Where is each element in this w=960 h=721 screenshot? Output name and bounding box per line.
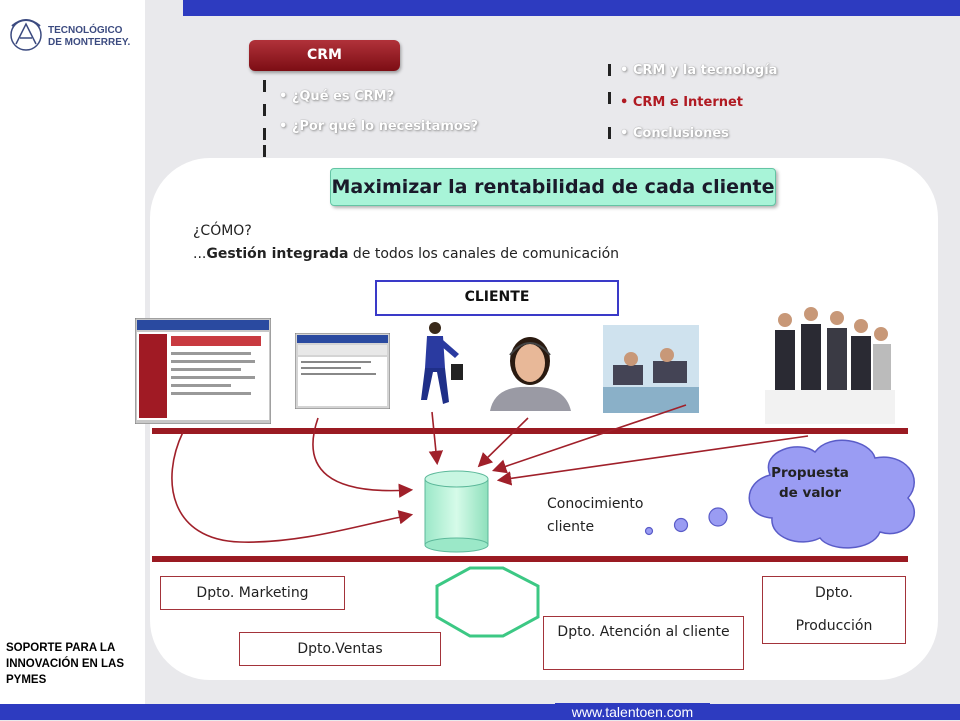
nav-item-label: ¿Por qué lo necesitamos? (291, 119, 479, 134)
email-client-screenshot-image (295, 333, 390, 409)
nav-item-label: ¿Qué es CRM? (291, 89, 395, 104)
nav-item-crm-internet[interactable]: • CRM e Internet (620, 95, 744, 110)
logo-text: TECNOLÓGICO DE MONTERREY. (48, 25, 130, 49)
arrow-email (312, 417, 414, 498)
how-text: ...Gestión integrada de todos los canale… (193, 246, 619, 262)
bottom-bar (0, 704, 960, 720)
business-team-image (765, 307, 895, 424)
knowledge-label: Conocimiento cliente (547, 496, 644, 535)
nav-item-por-que[interactable]: • ¿Por qué lo necesitamos? (279, 119, 479, 134)
dept-ventas: Dpto.Ventas (239, 632, 441, 666)
bottom-divider-line (152, 556, 908, 562)
sidebar-note: SOPORTE PARA LA INNOVACIÓN EN LAS PYMES (6, 642, 124, 686)
top-bar (183, 0, 960, 16)
dept-produccion-line-1: Dpto. (815, 585, 853, 601)
client-box: CLIENTE (375, 280, 619, 316)
nav-item-label: Conclusiones (632, 126, 729, 141)
how-prefix: ... (193, 246, 207, 262)
dept-atencion: Dpto. Atención al cliente (543, 616, 744, 670)
dash-marker (608, 92, 611, 104)
crm-tab[interactable]: CRM (249, 40, 400, 71)
logo-line-2: DE MONTERREY. (48, 37, 131, 48)
office-workers-image (603, 325, 699, 413)
bidirectional-arrow (435, 566, 540, 638)
dash-marker (263, 104, 266, 116)
nav-item-label: CRM y la tecnología (632, 63, 778, 78)
arrow-callcenter (477, 417, 529, 468)
how-bold: Gestión integrada (206, 246, 349, 262)
dept-produccion: Dpto. Producción (762, 576, 906, 644)
logo-line-1: TECNOLÓGICO (48, 25, 123, 36)
footer-url[interactable]: www.talentoen.com (555, 703, 710, 720)
dash-marker (263, 80, 266, 92)
database-icon (424, 470, 489, 553)
dash-marker (263, 145, 266, 157)
nav-item-crm-tecnologia[interactable]: • CRM y la tecnología (620, 63, 778, 78)
dept-produccion-line-2: Producción (795, 618, 873, 634)
how-title: ¿CÓMO? (193, 223, 252, 239)
businessman-running-image (421, 322, 463, 404)
how-rest: de todos los canales de comunicación (348, 246, 620, 262)
dash-marker (608, 64, 611, 76)
arrow-team (496, 435, 809, 486)
call-center-agent-image (490, 337, 571, 411)
cloud-label: Propuesta de valor (771, 465, 849, 501)
nav-item-conclusiones[interactable]: • Conclusiones (620, 126, 729, 141)
dash-marker (263, 128, 266, 140)
top-divider-line (152, 428, 908, 434)
dept-marketing: Dpto. Marketing (160, 576, 345, 610)
arrow-office (491, 404, 687, 474)
cloud-shape (748, 439, 915, 549)
nav-item-que-es-crm[interactable]: • ¿Qué es CRM? (279, 89, 395, 104)
nav-item-label: CRM e Internet (632, 95, 744, 110)
arrow-web (171, 431, 414, 543)
arrow-runner (428, 411, 444, 466)
thought-bubbles (644, 507, 728, 536)
web-portal-screenshot-image (135, 318, 271, 424)
dash-marker (608, 127, 611, 139)
slide-headline: Maximizar la rentabilidad de cada client… (330, 168, 776, 206)
institution-logo (10, 19, 42, 51)
left-panel (0, 0, 145, 720)
seal-icon (10, 19, 42, 51)
